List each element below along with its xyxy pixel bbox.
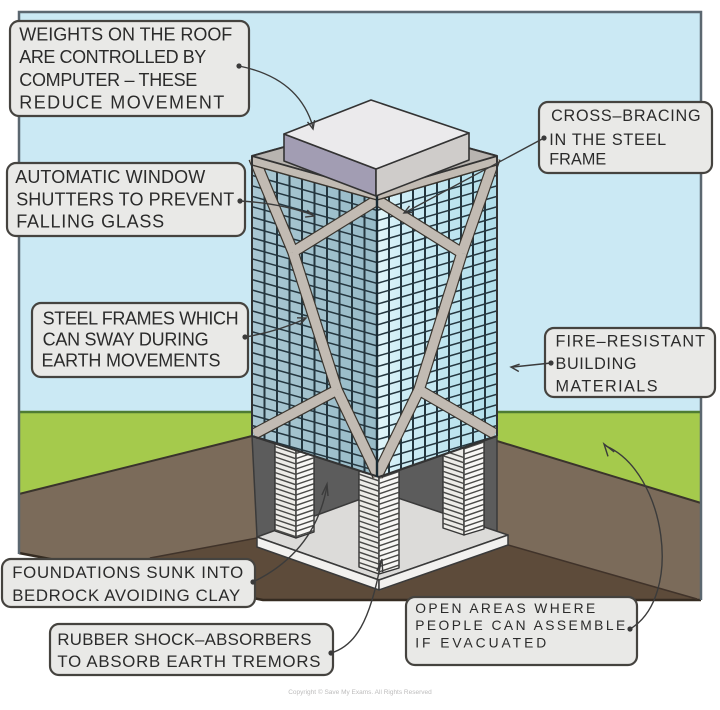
svg-text:CROSS–BRACING: CROSS–BRACING (551, 107, 701, 125)
svg-text:SHUTTERS TO PREVENT: SHUTTERS TO PREVENT (16, 190, 234, 210)
svg-text:RUBBER SHOCK–ABSORBERS: RUBBER SHOCK–ABSORBERS (57, 630, 311, 649)
svg-text:STEEL FRAMES WHICH: STEEL FRAMES WHICH (43, 309, 239, 329)
svg-text:Copyright © Save My Exams. All: Copyright © Save My Exams. All Rights Re… (288, 688, 432, 696)
svg-text:REDUCE MOVEMENT: REDUCE MOVEMENT (19, 92, 224, 112)
svg-text:FIRE–RESISTANT: FIRE–RESISTANT (556, 332, 706, 350)
svg-text:OPEN AREAS WHERE: OPEN AREAS WHERE (415, 601, 595, 616)
svg-text:MATERIALS: MATERIALS (556, 377, 658, 395)
svg-text:EARTH MOVEMENTS: EARTH MOVEMENTS (42, 350, 221, 370)
svg-text:IF EVACUATED: IF EVACUATED (415, 636, 546, 651)
svg-text:FALLING GLASS: FALLING GLASS (16, 212, 164, 232)
svg-text:BEDROCK AVOIDING CLAY: BEDROCK AVOIDING CLAY (12, 586, 240, 605)
svg-text:CAN SWAY DURING: CAN SWAY DURING (43, 330, 209, 350)
svg-text:FRAME: FRAME (549, 150, 606, 168)
svg-text:WEIGHTS ON THE ROOF: WEIGHTS ON THE ROOF (19, 24, 232, 44)
svg-text:IN THE STEEL: IN THE STEEL (549, 131, 666, 149)
svg-text:FOUNDATIONS SUNK INTO: FOUNDATIONS SUNK INTO (12, 563, 243, 582)
svg-text:AUTOMATIC WINDOW: AUTOMATIC WINDOW (15, 167, 205, 187)
svg-text:TO ABSORB EARTH TREMORS: TO ABSORB EARTH TREMORS (57, 652, 320, 671)
svg-text:PEOPLE CAN ASSEMBLE: PEOPLE CAN ASSEMBLE (415, 618, 625, 633)
svg-text:ARE CONTROLLED BY: ARE CONTROLLED BY (19, 47, 206, 67)
svg-text:COMPUTER – THESE: COMPUTER – THESE (19, 70, 197, 90)
svg-text:BUILDING: BUILDING (556, 355, 637, 373)
